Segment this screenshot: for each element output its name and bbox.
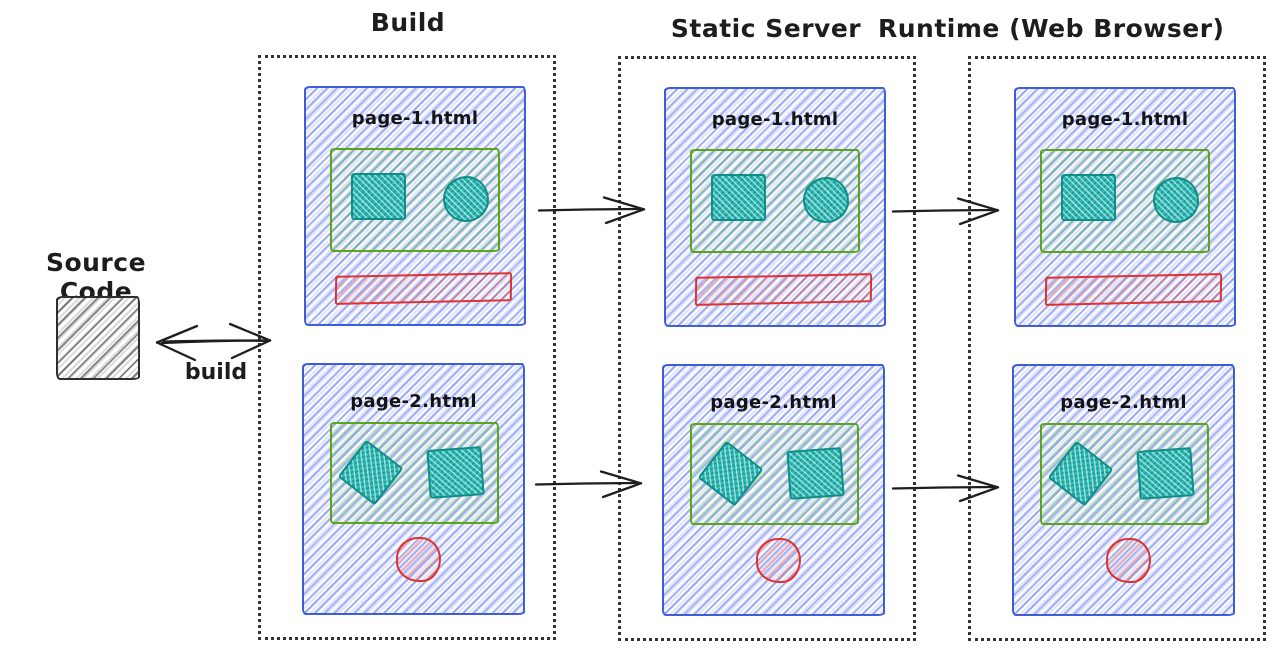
teal-diamond-shape	[1047, 440, 1114, 507]
page-filename: page-2.html	[710, 392, 837, 413]
teal-square-shape	[351, 173, 406, 220]
column-title-runtime: Runtime (Web Browser)	[878, 14, 1225, 43]
build-page-2-card: page-2.html	[302, 363, 525, 615]
static-server-container: page-1.html page-2.html	[618, 56, 916, 641]
column-title-static-server: Static Server	[670, 14, 862, 43]
teal-square-shape	[786, 447, 845, 500]
arrow-static-to-runtime-bottom-icon	[890, 472, 1004, 506]
teal-square-shape	[1061, 174, 1116, 221]
red-circle-shape	[756, 538, 801, 583]
build-container: page-1.html page-2.html	[258, 55, 556, 640]
page-filename: page-2.html	[350, 391, 477, 412]
content-block	[690, 423, 859, 525]
page-filename: page-1.html	[711, 109, 839, 130]
content-block	[330, 148, 500, 252]
page-filename: page-2.html	[1060, 392, 1187, 413]
arrow-static-to-runtime-top-icon	[890, 195, 1004, 229]
static-server-page-1-card: page-1.html	[664, 87, 886, 327]
static-server-page-2-card: page-2.html	[662, 364, 885, 616]
teal-square-shape	[711, 174, 766, 221]
content-block	[1040, 423, 1209, 525]
source-code-label: Source Code	[45, 248, 147, 306]
build-page-1-card: page-1.html	[304, 86, 526, 326]
runtime-page-2-card: page-2.html	[1012, 364, 1235, 616]
page-filename: page-1.html	[351, 108, 479, 129]
teal-square-shape	[1136, 447, 1195, 500]
teal-circle-shape	[443, 176, 489, 222]
teal-diamond-shape	[697, 440, 764, 507]
content-block	[330, 422, 499, 524]
arrow-build-to-static-top-icon	[536, 194, 650, 228]
red-circle-shape	[396, 537, 441, 582]
teal-circle-shape	[1153, 177, 1199, 223]
teal-square-shape	[426, 446, 485, 499]
build-arrow-label: build	[184, 360, 248, 385]
red-circle-shape	[1106, 538, 1151, 583]
red-bar-shape	[694, 273, 873, 306]
content-block	[1040, 149, 1210, 253]
arrow-build-to-static-bottom-icon	[533, 468, 647, 502]
red-bar-shape	[1044, 273, 1223, 306]
page-filename: page-1.html	[1061, 109, 1189, 130]
build-double-arrow-icon	[150, 316, 276, 368]
teal-circle-shape	[803, 177, 849, 223]
teal-diamond-shape	[337, 439, 404, 506]
source-code-square-shape	[56, 296, 140, 380]
runtime-page-1-card: page-1.html	[1014, 87, 1236, 327]
content-block	[690, 149, 860, 253]
column-title-build: Build	[370, 8, 446, 37]
red-bar-shape	[334, 272, 513, 305]
runtime-container: page-1.html page-2.html	[968, 56, 1266, 641]
